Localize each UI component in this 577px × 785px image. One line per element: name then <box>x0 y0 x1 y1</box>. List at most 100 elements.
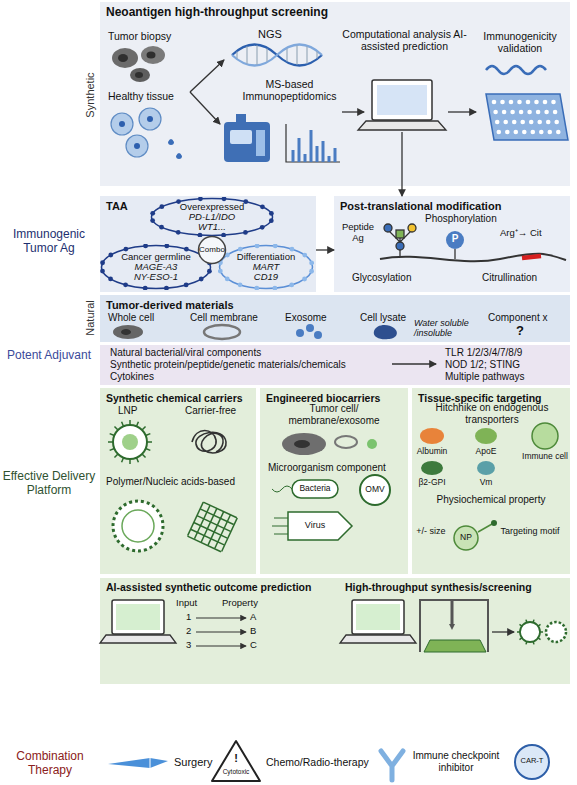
section-label: Effective Delivery Platform <box>2 470 96 498</box>
label-text: Tumor cell/ membrane/exosome <box>284 403 384 426</box>
antigen-examples: MART CD19 <box>248 262 284 282</box>
epitope-dot <box>164 244 169 248</box>
well-plate <box>510 110 515 115</box>
label-text: Phosphorylation <box>425 213 497 225</box>
flow-arrow <box>392 364 436 365</box>
panel-heading: Synthetic chemical carriers <box>106 392 243 404</box>
nucleic-mesh <box>197 516 231 532</box>
antigen-ellipse: Cancer germlineMAGE-A3 NY-ESO-1 <box>100 244 212 290</box>
label-text: Targeting motif <box>500 526 560 536</box>
mapping-arrow <box>196 618 246 646</box>
membrane-icon <box>204 325 240 339</box>
dna-helix <box>236 52 237 59</box>
nucleic-mesh <box>188 502 204 536</box>
epitope-dot <box>108 276 113 281</box>
nanoparticle-icon <box>454 526 478 550</box>
lnp-icon <box>532 620 534 623</box>
epitope-dot <box>199 277 204 282</box>
flow-connector <box>401 186 402 196</box>
panel-heading: TAA <box>106 200 128 212</box>
antigen-class: Overexpressed <box>180 202 244 212</box>
transporter-icons <box>477 461 495 475</box>
epitope-dot <box>100 260 105 265</box>
label-text: 1 <box>186 612 191 623</box>
lnp-icon <box>538 624 540 626</box>
label-text: P <box>449 233 461 245</box>
flow-arrow <box>392 363 436 364</box>
nucleic-mesh <box>194 522 228 538</box>
label-text: OMV <box>360 485 390 495</box>
well-plate <box>536 110 541 115</box>
well-plate <box>551 100 556 105</box>
virus-icon <box>272 512 352 540</box>
well-plate <box>497 130 502 135</box>
lnp-icon <box>129 420 131 425</box>
dna-helix <box>232 45 322 66</box>
glycan-tree <box>384 224 392 232</box>
section-label: Combination Therapy <box>4 750 96 778</box>
phosphate-group <box>446 231 464 249</box>
text-wrap: Cancer germlineMAGE-A3 NY-ESO-1 <box>100 244 212 290</box>
well-plate <box>527 110 532 115</box>
well-plate <box>492 100 497 105</box>
epitope-dot <box>150 211 155 216</box>
antigen-ellipse: OverexpressedPD-L1/IDO WT1... <box>150 197 274 237</box>
spectrum-chart <box>286 124 340 162</box>
label-text: Hitchhike on endogenous transporters <box>428 402 556 425</box>
ellipse-outline <box>102 246 211 289</box>
item-text: Synthetic protein/peptide/genetic materi… <box>110 359 346 370</box>
healthy-cells <box>134 143 140 149</box>
dna-helix <box>266 49 267 62</box>
epitope-dot <box>273 244 278 248</box>
spectrum-chart <box>293 130 335 162</box>
laptop-icon <box>352 600 404 634</box>
well-plate <box>519 110 524 115</box>
omv-icon <box>360 475 390 505</box>
well-plate <box>500 100 505 105</box>
item-text: Multiple pathways <box>445 371 524 382</box>
glycan-tree <box>388 230 412 256</box>
laptop-icon <box>358 121 446 130</box>
label-text: Physiochemical property <box>436 494 546 506</box>
label-text: Cell membrane <box>190 312 258 324</box>
well-plate <box>509 100 514 105</box>
mapping-arrow <box>196 631 246 632</box>
epitope-dot <box>243 230 248 235</box>
well-plate <box>514 130 519 135</box>
lnp-icon <box>517 620 566 645</box>
label-text: Chemo/Radio-therapy <box>266 756 369 768</box>
glycan-tree <box>384 224 416 256</box>
dna-helix <box>232 45 322 66</box>
epitope-dot <box>184 283 189 288</box>
epitope-dot <box>143 286 148 290</box>
text-wrap: OverexpressedPD-L1/IDO WT1... <box>150 197 274 237</box>
label-text: Citrullination <box>482 272 537 284</box>
well-plate <box>493 110 498 115</box>
label-text: LNP <box>118 405 137 417</box>
lnp-icon <box>108 420 152 464</box>
label-text: ? <box>516 324 524 339</box>
healthy-cells <box>168 139 174 145</box>
adjuvant-panel: Natural bacterial/viral componentsSynthe… <box>100 345 570 385</box>
section-heading: High-throughput synthesis/screening <box>345 581 532 593</box>
section-label: Natural <box>84 300 97 335</box>
lnp-icon <box>114 454 118 458</box>
dna-helix <box>246 46 247 63</box>
epitope-dot <box>164 286 169 290</box>
label-text: Component x <box>488 312 547 324</box>
lnp-icon <box>142 454 146 458</box>
mass-spectrometer <box>224 122 270 162</box>
robot-station <box>492 631 514 632</box>
transporter-icons <box>475 428 497 444</box>
tumor-cells <box>112 46 165 82</box>
label-text: Immune checkpoint inhibitor <box>410 750 502 773</box>
well-plate <box>522 130 527 135</box>
well-plate <box>512 120 517 125</box>
ellipse-outline <box>152 199 273 236</box>
bacteria-icon <box>272 480 338 498</box>
peptide-strand <box>486 66 546 74</box>
laptop-icon <box>358 80 446 130</box>
laptop-icon <box>100 635 176 643</box>
spectrum-chart <box>286 124 340 162</box>
lnp-icon <box>142 426 146 430</box>
